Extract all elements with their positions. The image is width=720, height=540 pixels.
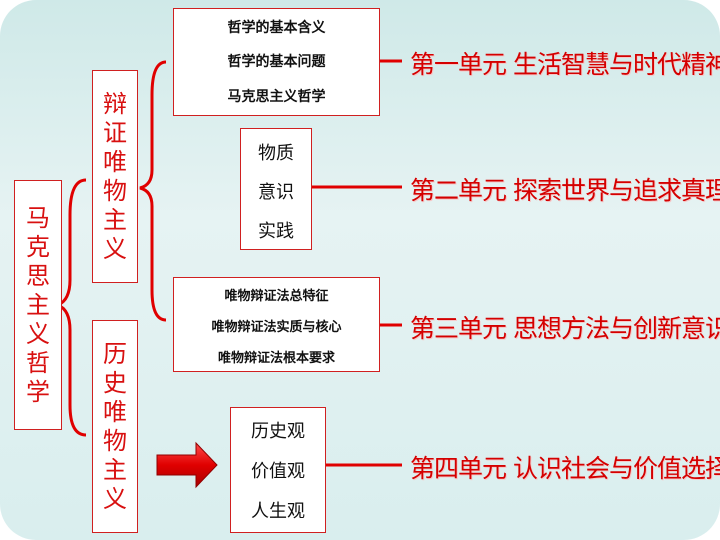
group-item: 唯物辩证法总特征	[224, 289, 329, 304]
group-item: 实践	[258, 221, 294, 242]
branch-char: 证	[103, 118, 127, 147]
unit-title-4: 第四单元 认识社会与价值选择	[410, 454, 720, 483]
unit-title-3: 第三单元 思想方法与创新意识	[410, 314, 720, 343]
group-item: 历史观	[251, 421, 305, 442]
group-item: 价值观	[251, 461, 305, 482]
group-item: 唯物辩证法根本要求	[217, 351, 335, 366]
root-box-marxist-philosophy: 马 克 思 主 义 哲 学	[14, 180, 62, 430]
root-char: 主	[26, 290, 50, 319]
branch-char: 物	[103, 426, 127, 455]
root-char: 哲	[26, 348, 50, 377]
branch-box-historical-materialism: 历 史 唯 物 主 义	[92, 320, 138, 533]
branch-char: 辩	[103, 89, 127, 118]
right-arrow-icon	[156, 441, 218, 489]
unit-title-1: 第一单元 生活智慧与时代精神	[410, 50, 720, 79]
branch-char: 历	[103, 339, 127, 368]
group-box-views: 历史观 价值观 人生观	[230, 407, 326, 533]
group-item: 哲学的基本问题	[227, 54, 326, 70]
group-box-dialectics: 唯物辩证法总特征 唯物辩证法实质与核心 唯物辩证法根本要求	[173, 277, 380, 372]
group-item: 哲学的基本含义	[227, 20, 326, 36]
unit-title-2: 第二单元 探索世界与追求真理	[410, 176, 720, 205]
branch-char: 史	[103, 368, 127, 397]
branch-box-dialectical-materialism: 辩 证 唯 物 主 义	[92, 70, 138, 283]
branch-char: 义	[103, 234, 127, 263]
branch-char: 物	[103, 176, 127, 205]
branch-char: 唯	[103, 147, 127, 176]
root-brace	[54, 178, 87, 437]
root-char: 思	[26, 261, 50, 290]
group-item: 唯物辩证法实质与核心	[211, 320, 342, 335]
group-item: 意识	[258, 182, 294, 203]
branch-char: 主	[103, 205, 127, 234]
root-char: 义	[26, 319, 50, 348]
branch-char: 唯	[103, 397, 127, 426]
group-box-matter-consciousness-practice: 物质 意识 实践	[240, 128, 312, 250]
group-item: 物质	[258, 143, 294, 164]
root-char: 学	[26, 377, 50, 406]
dialectical-brace	[139, 60, 167, 322]
root-char: 克	[26, 232, 50, 261]
group-box-philosophy-basics: 哲学的基本含义 哲学的基本问题 马克思主义哲学	[173, 8, 380, 116]
branch-char: 主	[103, 455, 127, 484]
group-item: 人生观	[251, 501, 305, 522]
branch-char: 义	[103, 484, 127, 513]
root-char: 马	[26, 203, 50, 232]
group-item: 马克思主义哲学	[227, 89, 326, 105]
